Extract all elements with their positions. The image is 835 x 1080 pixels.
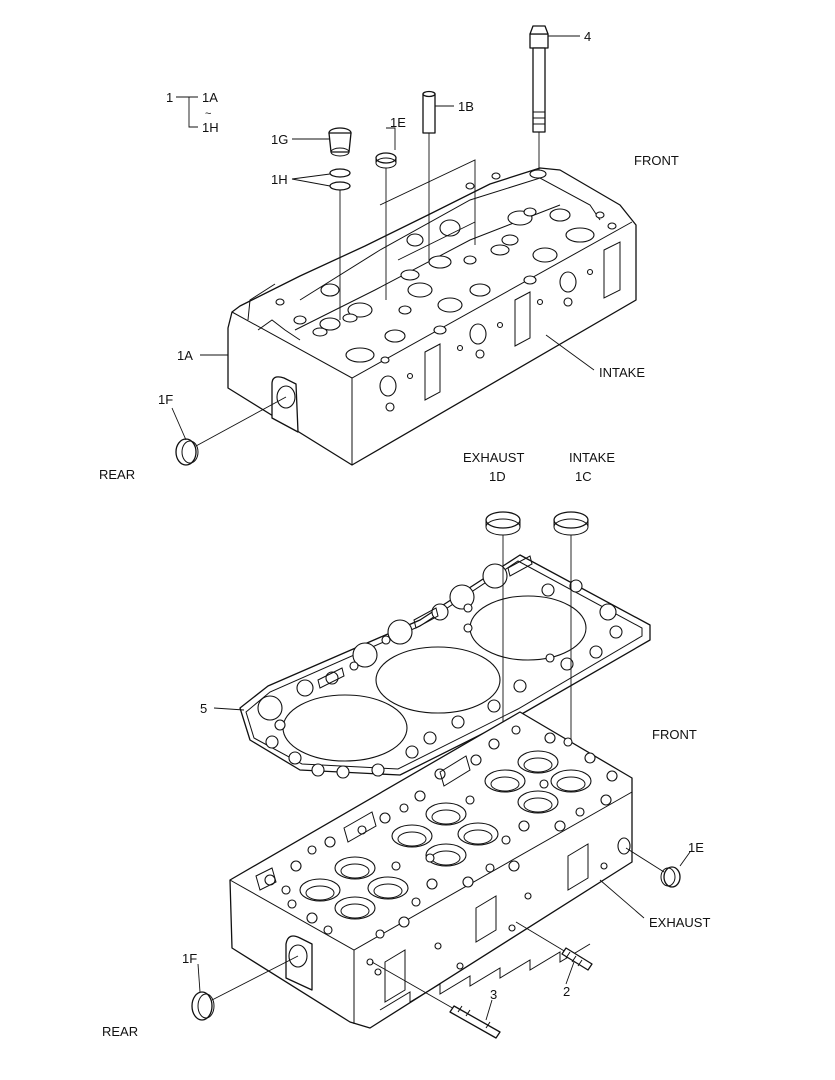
cylinder-head-lower-assembly [191, 711, 681, 1039]
upper-head-top-details [275, 169, 617, 364]
head-bolt-4 [529, 25, 549, 170]
label-stud-2: 2 [563, 984, 570, 999]
label-front-bottom: FRONT [652, 727, 697, 742]
stud-3 [371, 961, 501, 1039]
label-plug-1e-bottom: 1E [688, 840, 704, 855]
cap-1g [328, 127, 352, 320]
label-stud-3: 3 [490, 987, 497, 1002]
plug-1e-lower [625, 847, 681, 888]
plug-1e-upper [375, 152, 397, 300]
label-seat-1d: 1D [489, 469, 506, 484]
label-cap-1g: 1G [271, 132, 288, 147]
cylinder-head-block [227, 167, 637, 466]
leader-lines [171, 35, 691, 1021]
label-assembly-ref: 1 [166, 90, 173, 105]
gasket-holes [257, 563, 623, 779]
label-rear-bottom: REAR [102, 1024, 138, 1039]
stud-2 [515, 921, 593, 971]
label-bolt-4: 4 [584, 29, 591, 44]
head-gasket-5 [213, 554, 651, 779]
lower-head-valve-ports [299, 750, 592, 920]
cylinder-head-block-lower [229, 711, 633, 1029]
cylinder-head-upper-assembly [175, 25, 637, 466]
label-exhaust-bottom: EXHAUST [649, 915, 710, 930]
label-intake-top: INTAKE [599, 365, 645, 380]
label-head-1a: 1A [177, 348, 193, 363]
lower-head-bolt-holes [264, 725, 618, 939]
label-range-start: 1A [202, 90, 218, 105]
label-rear-top: REAR [99, 467, 135, 482]
plug-1f-lower [191, 955, 299, 1021]
label-seat-1c: 1C [575, 469, 592, 484]
part-labels: 1 1A ~ 1H 4 1B 1E 1G 1H 1A 1F FRONT INTA… [99, 29, 710, 1039]
label-intake-header: INTAKE [569, 450, 615, 465]
label-exhaust-header: EXHAUST [463, 450, 524, 465]
sleeve-1b [422, 90, 436, 262]
label-plug-1f-bottom: 1F [182, 951, 197, 966]
label-sleeve-1b: 1B [458, 99, 474, 114]
label-rings-1h: 1H [271, 172, 288, 187]
label-front-top: FRONT [634, 153, 679, 168]
label-range-tilde: ~ [205, 108, 211, 120]
label-range-end: 1H [202, 120, 219, 135]
label-plug-1f-top: 1F [158, 392, 173, 407]
label-plug-1e-top: 1E [390, 115, 406, 130]
label-gasket-5: 5 [200, 701, 207, 716]
